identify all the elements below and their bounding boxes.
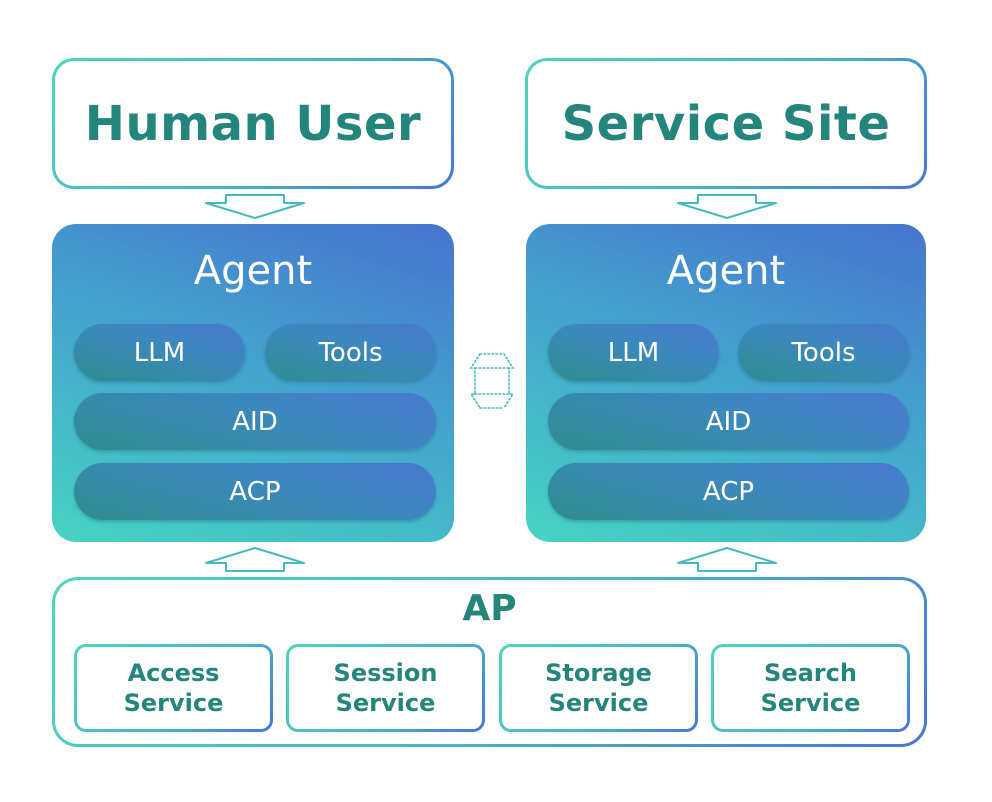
right-agent-title: Agent	[666, 248, 786, 294]
left-agent-box: Agent LLM Tools AID ACP	[52, 224, 454, 542]
down-arrow-left-icon	[205, 194, 305, 219]
right-agent-box: Agent LLM Tools AID ACP	[526, 224, 926, 542]
left-aid-pill: AID	[74, 393, 436, 450]
up-arrow-right-icon	[677, 547, 777, 572]
right-acp-pill: ACP	[548, 463, 909, 520]
access-service-line1: Access	[127, 659, 220, 687]
service-site-label: Service Site	[561, 95, 891, 152]
human-user-label: Human User	[84, 95, 422, 152]
up-arrow-left-icon	[205, 547, 305, 572]
session-service-line2: Service	[335, 689, 436, 717]
access-service-line2: Service	[123, 689, 224, 717]
search-service-line1: Search	[764, 659, 857, 687]
right-aid-pill: AID	[548, 393, 909, 450]
left-acp-pill: ACP	[74, 463, 436, 520]
left-agent-title: Agent	[193, 248, 313, 294]
right-tools-pill: Tools	[738, 324, 909, 381]
storage-service-line2: Service	[548, 689, 649, 717]
agent-link-icon	[469, 353, 515, 409]
ap-title: AP	[462, 588, 517, 629]
search-service-line2: Service	[760, 689, 861, 717]
storage-service-line1: Storage	[545, 659, 652, 687]
session-service-line1: Session	[333, 659, 438, 687]
down-arrow-right-icon	[677, 194, 777, 219]
left-tools-pill: Tools	[265, 324, 436, 381]
service-site-box: Service Site	[525, 58, 927, 189]
right-llm-pill: LLM	[548, 324, 719, 381]
left-llm-pill: LLM	[74, 324, 245, 381]
human-user-box: Human User	[52, 58, 454, 189]
